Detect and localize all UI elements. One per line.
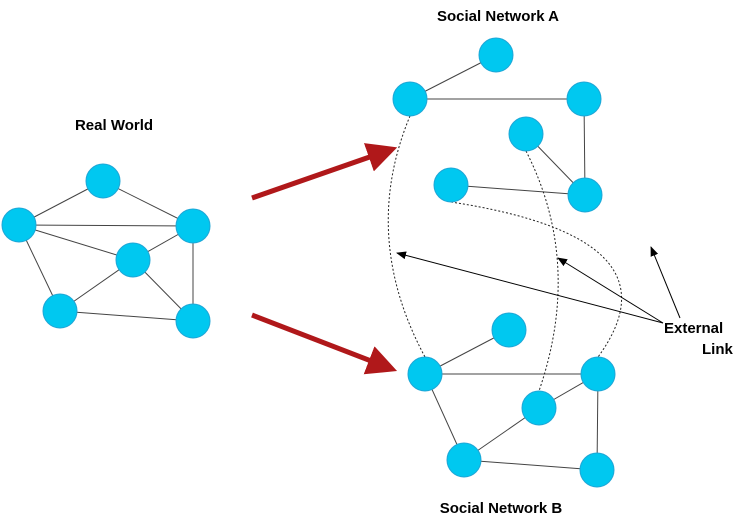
network-a-node-a2: [392, 81, 428, 117]
network-b-node-b6: [579, 452, 615, 488]
network-a-node-a4: [508, 116, 544, 152]
annotation-arrow-left: [396, 251, 664, 324]
real-world-title: Real World: [74, 117, 154, 134]
annotation-arrow-middle: [557, 257, 664, 324]
network-a-edge-a5-a6: [450, 184, 586, 196]
external-link-label-line2: Link: [702, 341, 733, 358]
real-world-node-rw6: [175, 303, 211, 339]
network-a-title: Social Network A: [437, 8, 559, 25]
mapping-arrow-to-network-b: [251, 312, 398, 375]
external-link-label-line1: External: [664, 320, 724, 337]
network-b-node-b2: [407, 356, 443, 392]
nodes-layer: [1, 37, 616, 488]
external-link-label: External Link: [664, 318, 746, 360]
arrows-layer: [251, 143, 681, 375]
network-b-node-b1: [491, 312, 527, 348]
network-a-node-a1: [478, 37, 514, 73]
network-a-node-a3: [566, 81, 602, 117]
network-b-node-b3: [580, 356, 616, 392]
external-link-a5-b3: [450, 201, 623, 358]
external-link-a4-b4: [525, 150, 559, 392]
network-b-node-b5: [446, 442, 482, 478]
external-links-layer: [387, 115, 623, 392]
real-world-node-rw3: [175, 208, 211, 244]
real-world-node-rw1: [85, 163, 121, 199]
real-world-edge-rw5-rw6: [59, 310, 194, 322]
annotation-arrow-right: [650, 246, 681, 319]
real-world-node-rw4: [115, 242, 151, 278]
external-link-a2-b2: [387, 115, 426, 358]
real-world-node-rw2: [1, 207, 37, 243]
network-b-title: Social Network B: [439, 500, 563, 517]
network-b-node-b4: [521, 390, 557, 426]
mapping-arrow-to-network-a: [251, 143, 398, 201]
network-a-node-a6: [567, 177, 603, 213]
real-world-edge-rw2-rw3: [18, 224, 194, 227]
network-a-node-a5: [433, 167, 469, 203]
real-world-edge-rw2-rw4: [18, 224, 134, 261]
real-world-node-rw5: [42, 293, 78, 329]
network-b-edge-b6-b5: [463, 459, 598, 471]
